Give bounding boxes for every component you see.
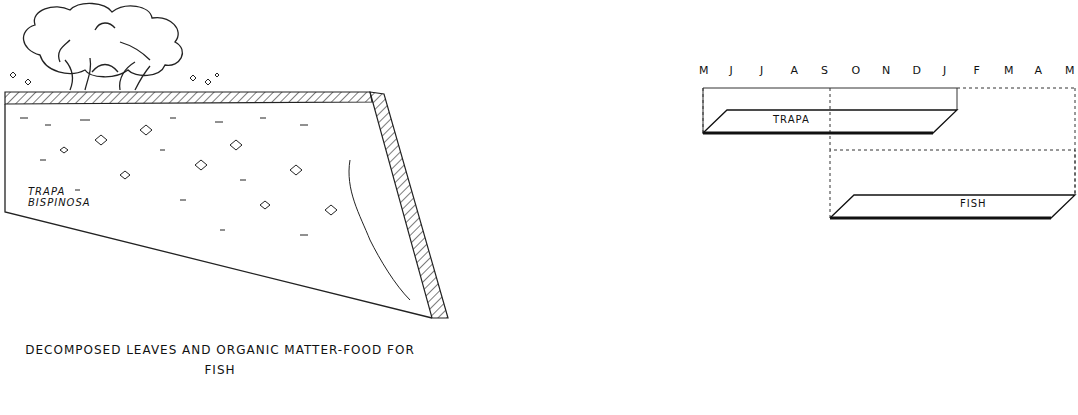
- month-label: O: [852, 64, 862, 77]
- month-label: J: [760, 64, 764, 77]
- band-label: FISH: [960, 198, 987, 209]
- month-label: J: [943, 64, 947, 77]
- band-slab: [830, 195, 1075, 218]
- month-label: A: [791, 64, 800, 77]
- month-label: M: [1065, 64, 1076, 77]
- band-edge: [830, 217, 1051, 220]
- month-label: M: [1004, 64, 1015, 77]
- month-label: F: [974, 64, 981, 77]
- season-band: TRAPA: [703, 88, 957, 134]
- band-label: TRAPA: [773, 114, 810, 125]
- dashed-guide: [830, 88, 831, 150]
- band-slab: [703, 110, 957, 133]
- month-label: S: [821, 64, 829, 77]
- band-outline: [830, 150, 1075, 220]
- month-label: J: [730, 64, 734, 77]
- month-label: M: [699, 64, 710, 77]
- band-outline: [703, 88, 957, 134]
- falling-leaves: [10, 72, 219, 85]
- species-label: TRAPA BISPINOSA: [28, 186, 98, 208]
- band-frame: [830, 150, 1075, 218]
- band-frame: [703, 88, 957, 134]
- band-edge: [703, 132, 933, 135]
- month-label: D: [913, 64, 922, 77]
- dashed-guide: [957, 88, 1075, 89]
- floating-trapa-leaves: [20, 118, 337, 235]
- pond-bank: [5, 92, 448, 318]
- month-label: A: [1035, 64, 1044, 77]
- month-label: N: [882, 64, 891, 77]
- season-band: FISH: [830, 150, 1075, 220]
- figure-caption: DECOMPOSED LEAVES AND ORGANIC MATTER-FOO…: [10, 340, 430, 380]
- tree: [24, 3, 183, 90]
- dashed-guide: [1075, 88, 1076, 195]
